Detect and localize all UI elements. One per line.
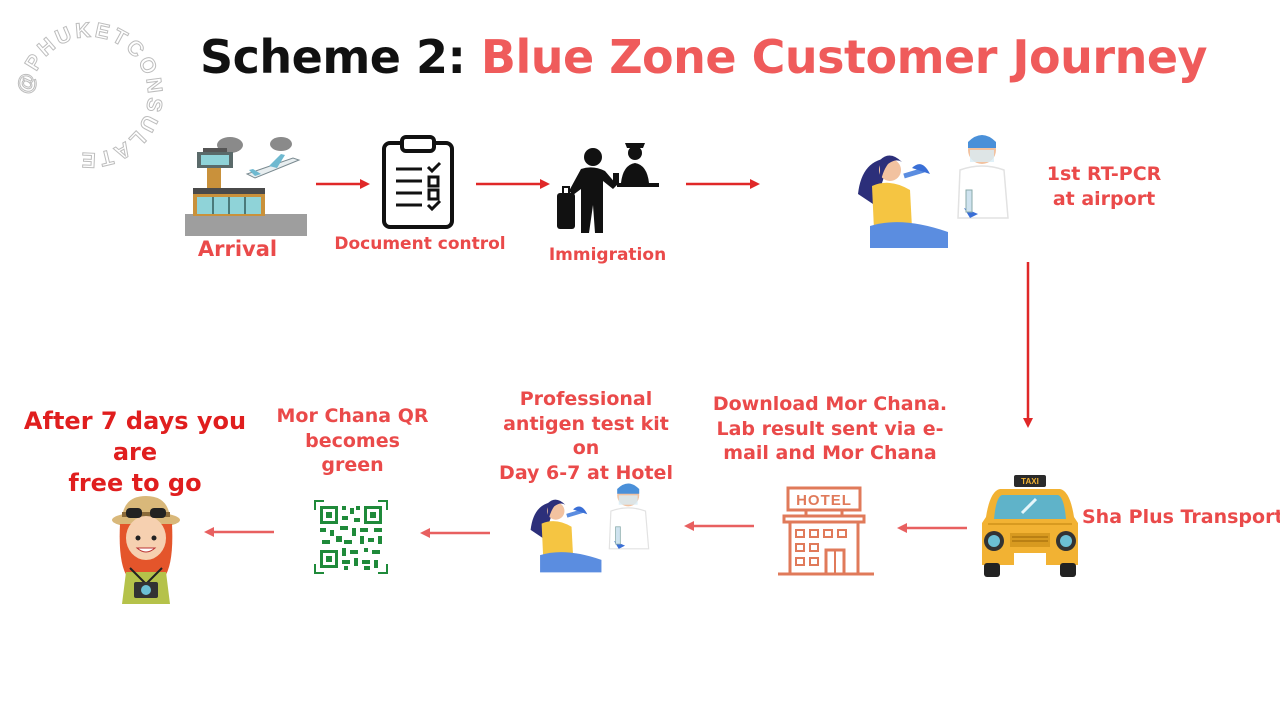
hotel-label-line3: mail and Mor Chana — [723, 442, 937, 465]
immigration-label: Immigration — [548, 245, 667, 265]
hotel-icon: HOTEL — [778, 486, 874, 576]
pcr-label-line1: 1st RT-PCR — [1046, 163, 1162, 185]
clipboard-icon — [382, 135, 454, 229]
qr-label-line1: Mor Chana QR — [276, 405, 429, 427]
antigen-label-line1: Professional — [519, 388, 653, 410]
immigration-icon — [557, 143, 659, 233]
arrow-right-icon — [686, 179, 760, 189]
arrow-left-icon — [897, 523, 967, 533]
hotel-sign: HOTEL — [796, 492, 852, 509]
qr-label-line2: becomes — [305, 429, 400, 452]
hotel-label: Download Mor Chana. Lab result sent via … — [712, 392, 948, 466]
page-title: Scheme 2: Blue Zone Customer Journey — [200, 30, 1208, 84]
antigen-label-line2: antigen test kit on — [503, 412, 669, 460]
free-label: After 7 days you are free to go — [5, 406, 265, 500]
title-prefix: Scheme 2: — [200, 30, 481, 84]
antigen-label-line3: Day 6-7 at Hotel — [499, 462, 673, 485]
pcr-label: 1st RT-PCR at airport — [1040, 162, 1168, 211]
watermark-stamp: @PHUKETCONSULATE — [15, 20, 165, 170]
svg-text:@PHUKETCONSULATE: @PHUKETCONSULATE — [15, 20, 165, 170]
arrival-label: Arrival — [197, 237, 278, 261]
arrow-left-icon — [204, 527, 274, 537]
qr-label-line3: green — [321, 454, 384, 477]
airport-icon — [185, 137, 307, 236]
hotel-label-line1: Download Mor Chana. — [712, 393, 948, 415]
arrow-right-icon — [476, 179, 550, 189]
free-label-line2: free to go — [68, 469, 202, 498]
document-control-label: Document control — [334, 234, 506, 254]
hotel-label-line2: Lab result sent via e- — [716, 417, 944, 440]
qr-label: Mor Chana QR becomes green — [275, 404, 430, 478]
antigen-label: Professional antigen test kit on Day 6-7… — [488, 387, 684, 486]
title-highlight: Blue Zone Customer Journey — [480, 30, 1208, 84]
pcr-label-line2: at airport — [1052, 187, 1156, 210]
taxi-sign: TAXI — [1021, 477, 1039, 486]
transport-label: Sha Plus Transport — [1082, 506, 1280, 528]
antigen-test-icon — [530, 483, 650, 573]
free-label-line1: After 7 days you are — [23, 407, 247, 467]
swab-test-icon — [858, 135, 1009, 248]
watermark-text: @PHUKETCONSULATE — [15, 20, 164, 170]
arrow-right-icon — [316, 179, 370, 189]
arrow-left-icon — [684, 521, 754, 531]
arrow-down-icon — [1023, 262, 1033, 428]
qr-code-icon — [314, 500, 388, 574]
arrow-left-icon — [420, 528, 490, 538]
taxi-icon: TAXI — [982, 475, 1078, 577]
traveler-icon — [112, 496, 180, 604]
